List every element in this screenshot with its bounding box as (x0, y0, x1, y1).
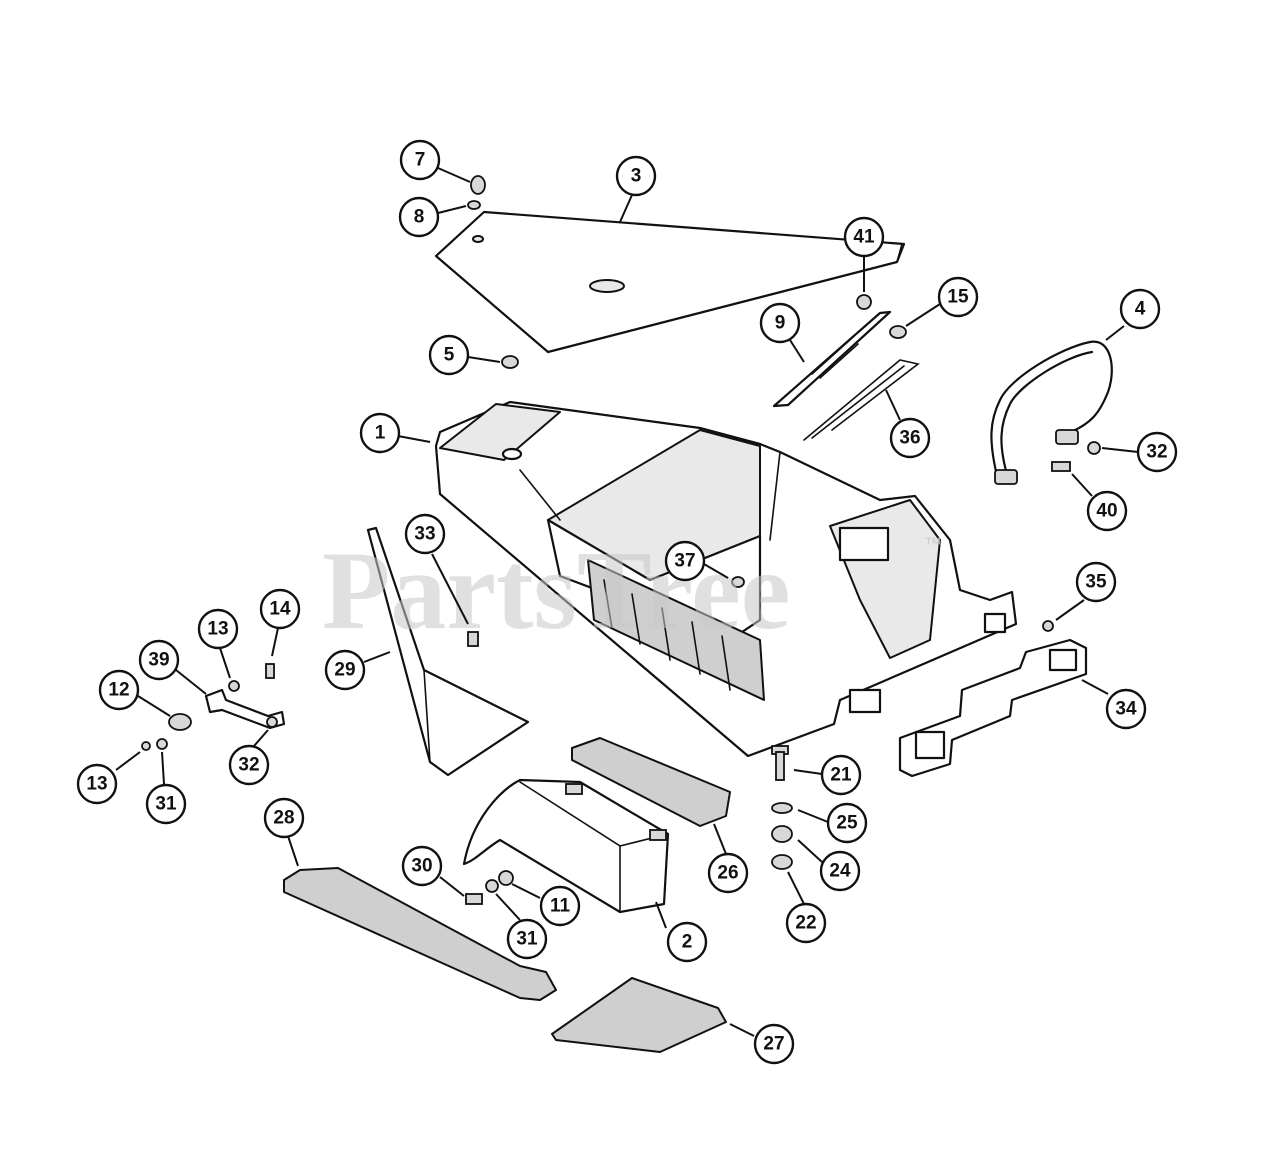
callout-label: 30 (411, 856, 432, 877)
callout-label: 29 (334, 660, 355, 681)
callout-label: 31 (516, 929, 538, 950)
callout-label: 13 (207, 619, 228, 640)
callout-30[interactable]: 30 (401, 845, 443, 887)
callout-label: 2 (682, 932, 693, 953)
callout-22[interactable]: 22 (785, 902, 827, 944)
part-34-rear-frame (898, 638, 1088, 778)
callout-label: 8 (414, 207, 425, 228)
callout-14[interactable]: 14 (259, 588, 301, 630)
part-28-gasket (283, 867, 557, 1001)
callout-markers: 7 8 3 5 41 15 9 36 4 32 40 1 33 37 35 34… (76, 139, 1178, 1065)
callout-40[interactable]: 40 (1086, 490, 1128, 532)
callout-label: 11 (550, 896, 571, 917)
callout-label: 36 (899, 428, 920, 449)
callout-label: 35 (1085, 572, 1107, 593)
callout-4[interactable]: 4 (1119, 288, 1161, 330)
callout-3[interactable]: 3 (615, 155, 657, 197)
callout-label: 28 (273, 808, 294, 829)
callout-13-upper[interactable]: 13 (197, 608, 239, 650)
part-39-bracket (204, 688, 286, 730)
callout-label: 14 (269, 599, 291, 620)
callout-label: 9 (775, 313, 786, 334)
part-1-main-body (434, 400, 1018, 758)
callout-12[interactable]: 12 (98, 669, 140, 711)
callout-26[interactable]: 26 (707, 852, 749, 894)
callout-2[interactable]: 2 (666, 921, 708, 963)
callout-41[interactable]: 41 (843, 216, 885, 258)
part-29-side-panel (366, 526, 530, 777)
callout-label: 21 (830, 765, 852, 786)
callout-33[interactable]: 33 (404, 513, 446, 555)
callout-13-lower[interactable]: 13 (76, 763, 118, 805)
callout-36[interactable]: 36 (889, 417, 931, 459)
callout-label: 15 (947, 287, 969, 308)
callout-label: 37 (674, 551, 695, 572)
callout-label: 7 (415, 150, 426, 171)
callout-label: 5 (444, 345, 455, 366)
callout-15[interactable]: 15 (937, 276, 979, 318)
callout-32-right[interactable]: 32 (1136, 431, 1178, 473)
callout-label: 27 (763, 1034, 784, 1055)
leader-lines (115, 167, 1139, 1037)
callout-37[interactable]: 37 (664, 540, 706, 582)
callout-32-left[interactable]: 32 (228, 744, 270, 786)
callout-label: 25 (836, 813, 858, 834)
watermark-trademark: ™ (924, 534, 942, 554)
callout-31-left[interactable]: 31 (145, 783, 187, 825)
callout-31-lower[interactable]: 31 (506, 918, 548, 960)
callout-label: 41 (853, 227, 875, 248)
callout-label: 39 (148, 650, 169, 671)
callout-34[interactable]: 34 (1105, 688, 1147, 730)
callout-label: 40 (1096, 501, 1117, 522)
callout-label: 34 (1115, 699, 1137, 720)
callout-label: 4 (1135, 299, 1146, 320)
callout-label: 13 (86, 774, 107, 795)
part-36-rod (803, 359, 920, 441)
callout-27[interactable]: 27 (753, 1023, 795, 1065)
callout-28[interactable]: 28 (263, 797, 305, 839)
callout-8[interactable]: 8 (398, 196, 440, 238)
hardware (141, 175, 1101, 905)
callout-label: 24 (829, 861, 851, 882)
part-27-gasket (551, 977, 727, 1053)
watermark-text: PartsTree (322, 529, 791, 653)
callout-5[interactable]: 5 (428, 334, 470, 376)
callout-39[interactable]: 39 (138, 639, 180, 681)
callout-24[interactable]: 24 (819, 850, 861, 892)
callout-1[interactable]: 1 (359, 412, 401, 454)
callout-label: 31 (155, 794, 177, 815)
callout-7[interactable]: 7 (399, 139, 441, 181)
callout-9[interactable]: 9 (759, 302, 801, 344)
part-26-plate (571, 737, 731, 827)
callout-label: 1 (375, 423, 386, 444)
callout-label: 32 (238, 755, 259, 776)
callout-25[interactable]: 25 (826, 802, 868, 844)
callout-label: 22 (795, 913, 816, 934)
callout-29[interactable]: 29 (324, 649, 366, 691)
callout-35[interactable]: 35 (1075, 561, 1117, 603)
callout-21[interactable]: 21 (820, 754, 862, 796)
part-4-handle (990, 340, 1113, 485)
part-2-cover (462, 778, 670, 914)
part-9-plate (772, 310, 892, 408)
callout-label: 33 (414, 524, 435, 545)
callout-label: 12 (108, 680, 129, 701)
callout-11[interactable]: 11 (539, 885, 581, 927)
callout-label: 26 (717, 863, 738, 884)
part-3-top-cover (434, 210, 906, 354)
callout-label: 3 (631, 166, 642, 187)
callout-label: 32 (1146, 442, 1167, 463)
